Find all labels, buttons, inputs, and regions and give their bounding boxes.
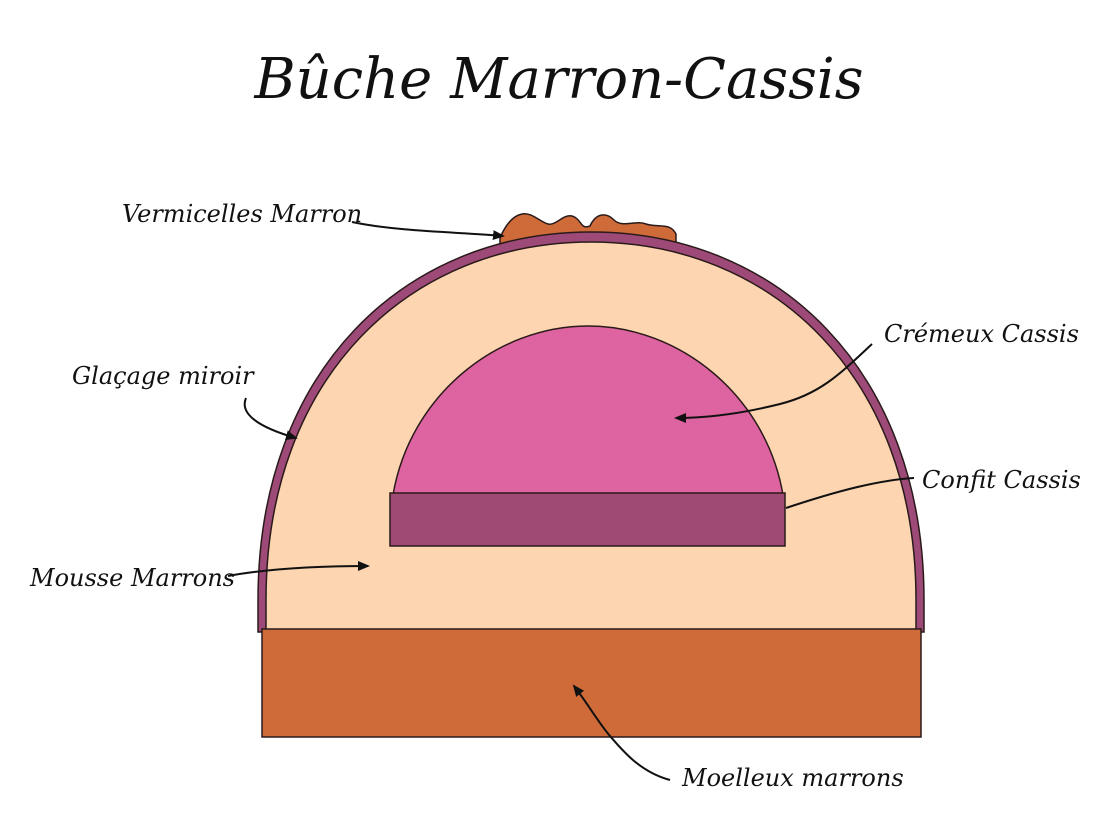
label-confit: Confit Cassis bbox=[922, 466, 1081, 494]
label-glacage: Glaçage miroir bbox=[72, 362, 255, 390]
arrow-moelleux bbox=[572, 684, 671, 781]
label-cremeux: Crémeux Cassis bbox=[884, 320, 1079, 348]
arrow-mousse bbox=[227, 561, 370, 577]
diagram-title: Bûche Marron-Cassis bbox=[254, 47, 864, 112]
arrow-vermicelles bbox=[351, 221, 505, 241]
moelleux-layer bbox=[261, 628, 922, 738]
label-vermicelles: Vermicelles Marron bbox=[122, 200, 362, 228]
confit-layer bbox=[389, 492, 786, 547]
arrow-cremeux bbox=[674, 343, 873, 423]
arrow-confit bbox=[785, 477, 915, 509]
cremeux-layer bbox=[392, 325, 784, 496]
arrow-glacage bbox=[243, 397, 298, 441]
label-mousse: Mousse Marrons bbox=[29, 564, 235, 592]
label-moelleux: Moelleux marrons bbox=[681, 764, 904, 792]
